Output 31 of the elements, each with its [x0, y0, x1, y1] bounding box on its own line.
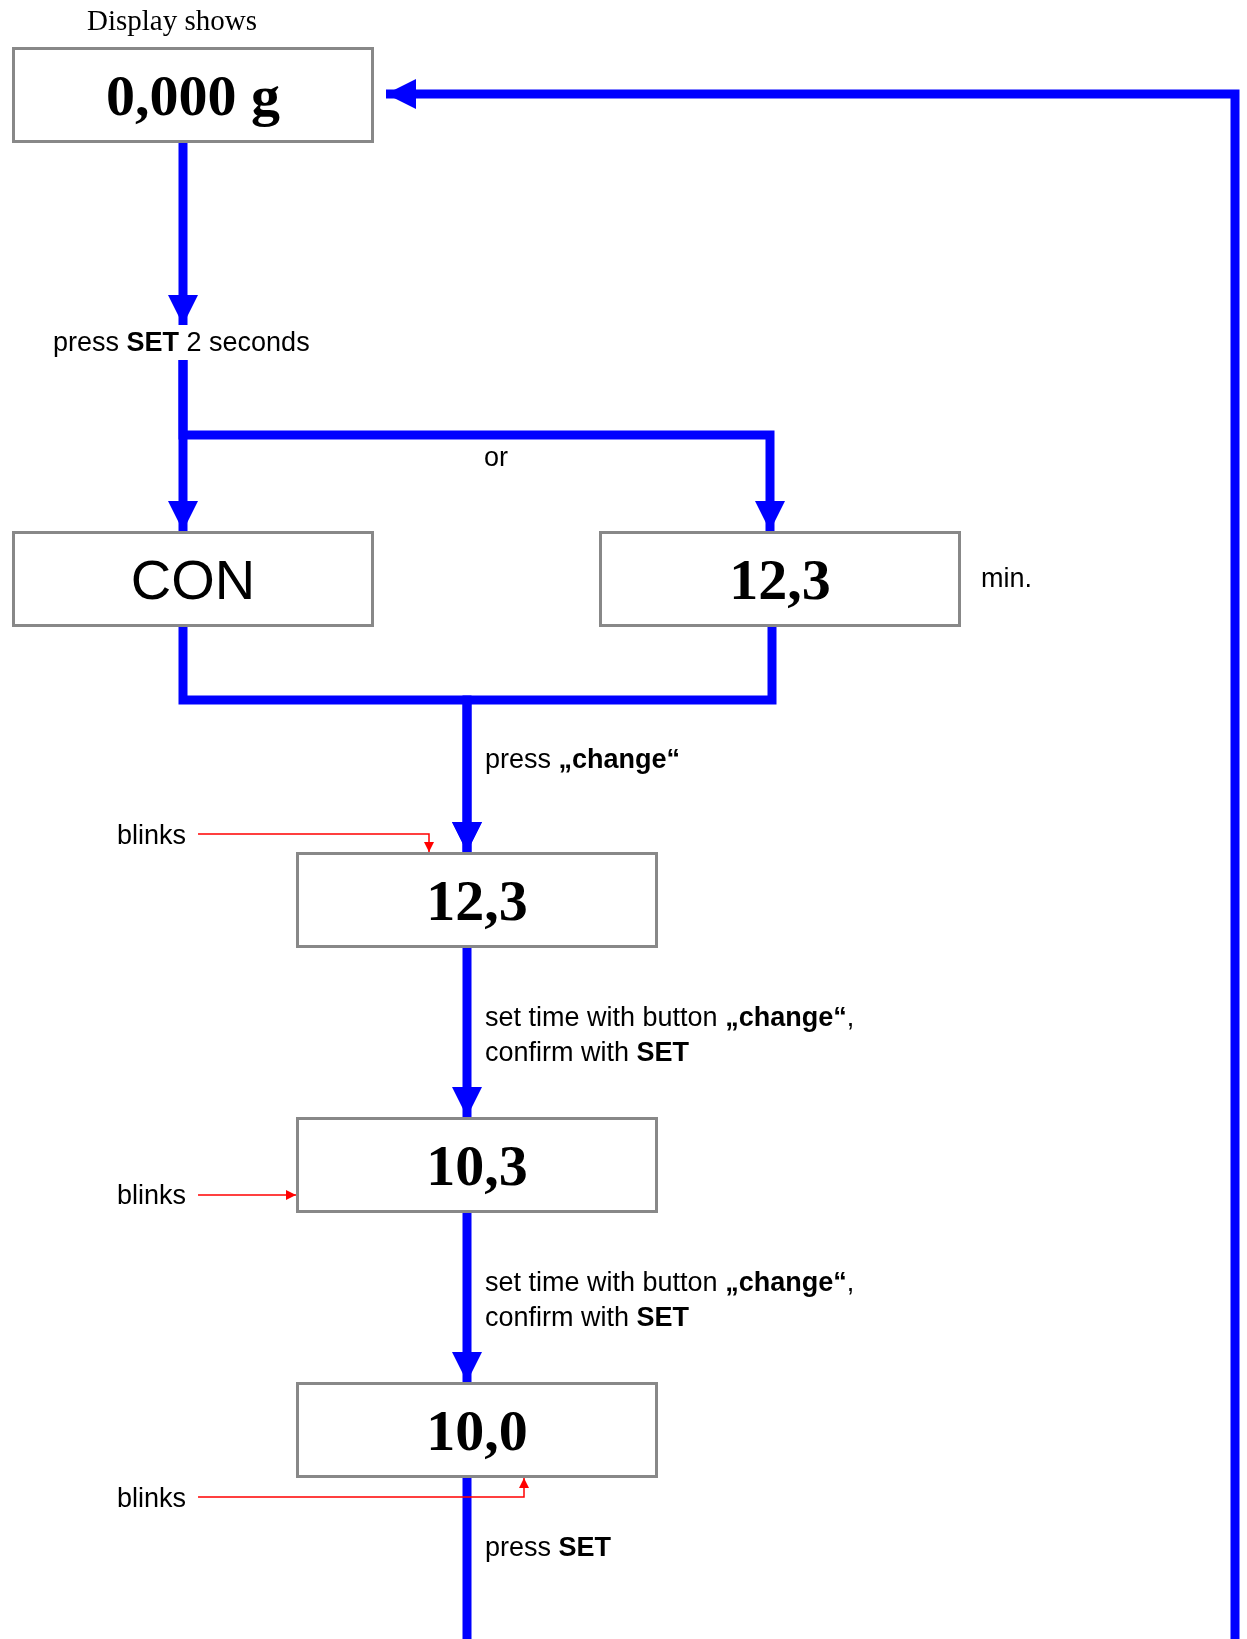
arrow	[178, 360, 785, 531]
unit-label: min.	[981, 562, 1032, 595]
arrow	[452, 627, 777, 852]
step-text: blinks	[117, 1481, 187, 1517]
leader-line	[197, 833, 434, 853]
edge-label: set time with button „change“, confirm with SET	[485, 1266, 856, 1335]
edge-label: or	[484, 441, 509, 474]
arrow	[452, 1213, 482, 1382]
display-value: 10,3	[426, 1131, 528, 1199]
display-box	[599, 531, 961, 627]
display-value: 12,3	[426, 866, 528, 934]
display-box	[296, 1382, 658, 1478]
display-value: 12,3	[729, 545, 831, 613]
edge-label: press „change“	[485, 743, 682, 776]
arrow	[168, 143, 198, 325]
display-value: 0,000 g	[106, 61, 280, 129]
display-value: CON	[130, 546, 256, 612]
leader-line	[197, 1477, 529, 1498]
arrow	[452, 948, 482, 1117]
step-text: blinks	[117, 818, 187, 854]
display-box	[12, 531, 374, 627]
edge-label: press SET	[485, 1531, 613, 1564]
edge-label: set time with button „change“, confirm with SET	[485, 1001, 856, 1070]
display-value: 10,0	[426, 1396, 528, 1464]
display-box	[296, 1117, 658, 1213]
display-heading: Display shows	[87, 4, 257, 37]
leader-line	[197, 1190, 297, 1200]
step-text: blinks	[117, 1178, 187, 1214]
arrow	[386, 79, 1240, 1639]
step-text: press SET 2 seconds	[53, 325, 310, 361]
display-box	[296, 852, 658, 948]
